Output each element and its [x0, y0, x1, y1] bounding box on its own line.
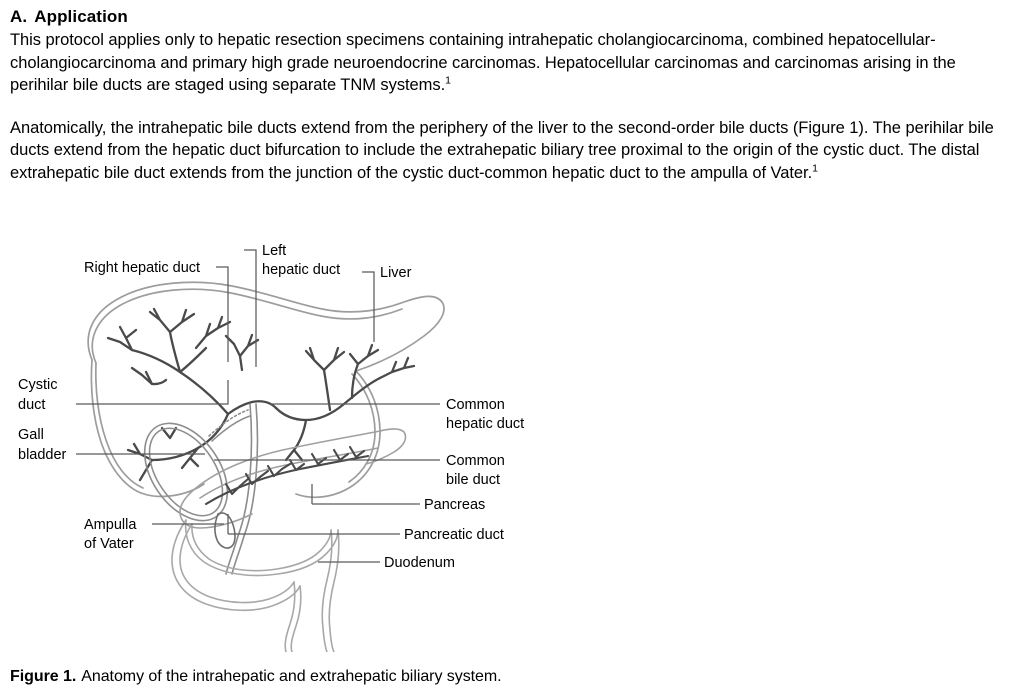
label-right-hepatic-duct: Right hepatic duct [84, 260, 200, 276]
extrahepatic-duct-system [225, 403, 259, 575]
ampulla-of-vater [214, 512, 236, 549]
text-block: A. Application This protocol applies only… [10, 6, 1010, 184]
figure-labels: Right hepatic duct Left hepatic duct Liv… [18, 243, 524, 571]
label-common-hepatic-duct-line2: hepatic duct [446, 416, 524, 432]
liver-outline [87, 281, 445, 499]
pancreatic-duct [204, 445, 370, 506]
section-label: A. [10, 7, 28, 26]
leader-lines [76, 249, 440, 563]
figure-caption-prefix: Figure 1. [10, 668, 77, 685]
figure-caption-text: Anatomy of the intrahepatic and extrahep… [81, 668, 502, 685]
label-cystic-duct-line2: duct [18, 397, 45, 413]
gall-bladder [143, 409, 251, 522]
section-title: Application [34, 7, 128, 26]
paragraph-application-text: This protocol applies only to hepatic re… [10, 31, 956, 94]
label-left-hepatic-duct-line1: Left [262, 243, 286, 259]
label-common-bile-duct-line2: bile duct [446, 472, 500, 488]
footnote-marker-1: 1 [445, 74, 451, 87]
label-common-bile-duct-line1: Common [446, 453, 505, 469]
label-gall-bladder-line2: bladder [18, 447, 67, 463]
section-heading: A. Application [10, 6, 1010, 28]
paragraph-anatomy-text: Anatomically, the intrahepatic bile duct… [10, 118, 994, 182]
label-liver: Liver [380, 265, 412, 281]
paragraph-application: This protocol applies only to hepatic re… [10, 29, 1010, 97]
label-gall-bladder-line1: Gall [18, 427, 44, 443]
label-pancreatic-duct: Pancreatic duct [404, 527, 504, 543]
figure-caption: Figure 1.Anatomy of the intrahepatic and… [10, 666, 502, 687]
paragraph-anatomy: Anatomically, the intrahepatic bile duct… [10, 117, 1010, 185]
label-ampulla-of-vater-line1: Ampulla [84, 517, 137, 533]
label-common-hepatic-duct-line1: Common [446, 397, 505, 413]
label-cystic-duct-line1: Cystic [18, 377, 57, 393]
figure-biliary-anatomy: Right hepatic duct Left hepatic duct Liv… [0, 232, 1019, 652]
label-left-hepatic-duct-line2: hepatic duct [262, 262, 340, 278]
label-duodenum: Duodenum [384, 555, 455, 571]
biliary-anatomy-illustration: Right hepatic duct Left hepatic duct Liv… [18, 243, 524, 652]
duodenum [171, 519, 340, 652]
label-ampulla-of-vater-line2: of Vater [84, 536, 134, 552]
footnote-marker-2: 1 [812, 162, 818, 174]
label-pancreas: Pancreas [424, 497, 485, 513]
